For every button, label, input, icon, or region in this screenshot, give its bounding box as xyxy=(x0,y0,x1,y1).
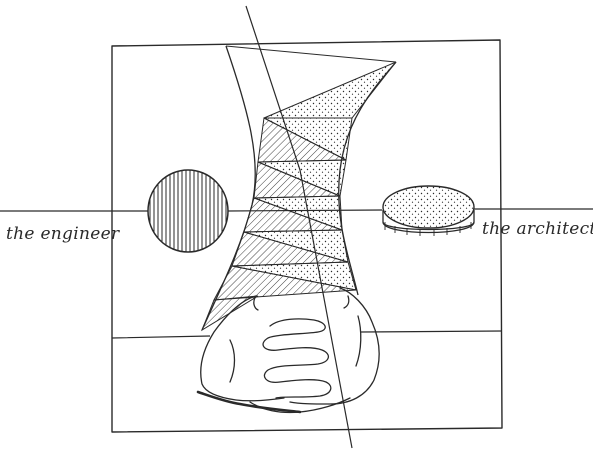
lower-line xyxy=(112,331,502,338)
label-engineer: the engineer xyxy=(6,224,119,244)
tower-top xyxy=(226,46,396,62)
label-architect: the architect xyxy=(482,219,593,239)
engineer-disc xyxy=(148,170,228,252)
architect-disc xyxy=(383,186,474,236)
ground-stroke xyxy=(198,392,300,412)
